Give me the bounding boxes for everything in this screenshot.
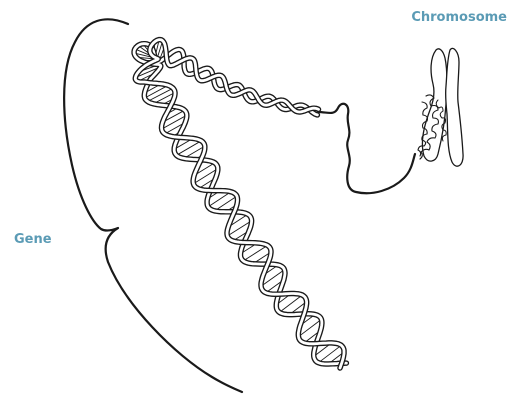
chromatin-strand — [318, 104, 415, 193]
dna-double-helix-icon — [134, 40, 346, 368]
base-pair-rung — [176, 141, 201, 156]
chromosome-label: Chromosome — [411, 10, 507, 26]
chromosome-icon — [418, 48, 463, 166]
base-pair-rung — [319, 345, 342, 362]
base-pair-rung — [243, 245, 267, 261]
base-pair-rung — [279, 295, 302, 312]
gene-label: Gene — [14, 232, 52, 248]
